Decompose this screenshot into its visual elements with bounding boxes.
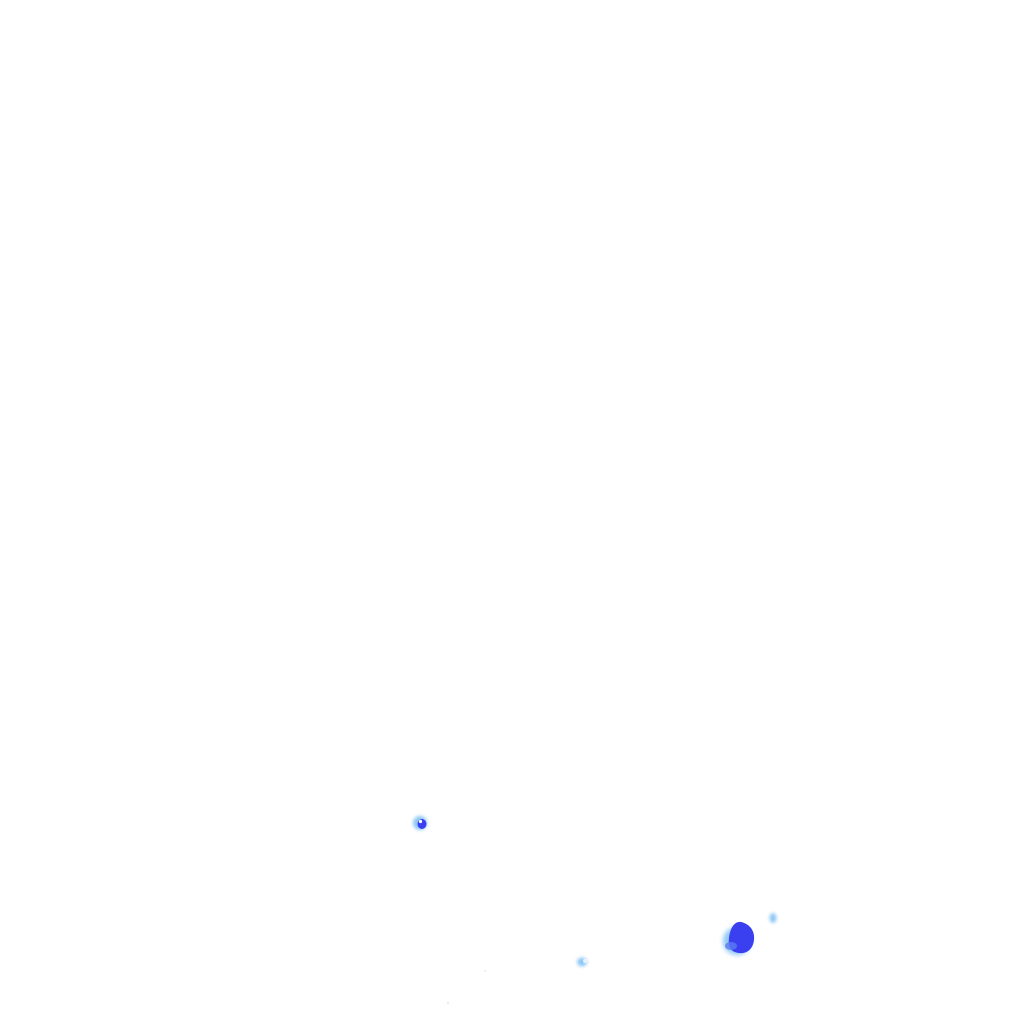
small-blue-speck: [413, 816, 427, 830]
light-fleck-notch: [583, 959, 587, 963]
large-blob-edge: [725, 942, 737, 950]
faint-dust-2: [446, 1001, 450, 1005]
pale-fleck-right: [769, 913, 777, 923]
faint-dust-1: [484, 970, 486, 972]
light-fleck-bottom: [577, 957, 587, 967]
small-speck-core: [417, 819, 427, 829]
large-blue-blob: [723, 921, 755, 955]
small-speck-highlight: [418, 819, 423, 824]
